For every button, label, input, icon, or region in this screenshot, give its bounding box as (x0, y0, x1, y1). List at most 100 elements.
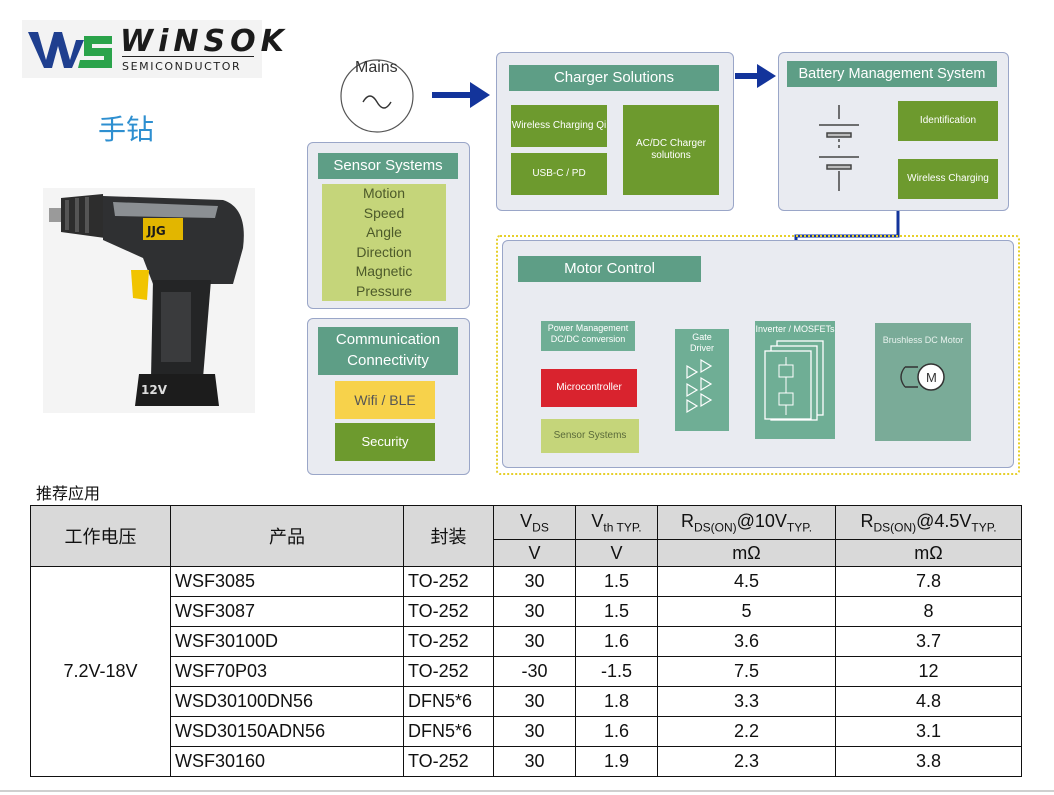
header-vds: VDS (493, 505, 576, 540)
motor-control-outline (496, 235, 1020, 475)
svg-text:JJG: JJG (146, 224, 166, 238)
winsok-logo-icon (28, 32, 112, 68)
product-cell: WSF30160 (170, 746, 404, 777)
rds-4-5v-cell: 12 (835, 656, 1022, 687)
comm-title: Communication Connectivity (318, 327, 458, 375)
unit-rds-10v: mΩ (657, 539, 836, 567)
inverter-mosfets-box: Inverter / MOSFETs (755, 321, 835, 439)
drill-illustration: JJG 12V (49, 194, 244, 406)
inverter-label: Inverter / MOSFETs (755, 324, 835, 334)
rds-4-5v-cell: 3.8 (835, 746, 1022, 777)
power-management-box: Power Management DC/DC conversion (541, 321, 635, 351)
drill-image: JJG 12V (43, 188, 255, 413)
table-header-row: 工作电压 产品 封装 VDS Vth TYP. RDS(ON)@10VTYP. … (30, 505, 1022, 567)
product-spec-table: 工作电压 产品 封装 VDS Vth TYP. RDS(ON)@10VTYP. … (30, 505, 1022, 777)
product-cell: WSF3085 (170, 566, 404, 597)
vds-cell: 30 (493, 686, 576, 717)
gate-driver-icon (686, 358, 713, 414)
bms-wireless-charging-box: Wireless Charging (898, 159, 998, 199)
vth-cell: 1.5 (575, 596, 658, 627)
vds-cell: 30 (493, 746, 576, 777)
sensor-item: Pressure (355, 282, 413, 299)
package-cell: DFN5*6 (403, 686, 494, 717)
product-cell: WSF3087 (170, 596, 404, 627)
product-cell: WSD30150ADN56 (170, 716, 404, 747)
vds-cell: 30 (493, 566, 576, 597)
rds-10v-cell: 4.5 (657, 566, 836, 597)
sensor-item: Motion (362, 185, 406, 201)
sensor-item: Angle (366, 224, 402, 240)
wireless-charging-qi-box: Wireless Charging Qi (511, 105, 607, 147)
sensor-item: Direction (356, 243, 412, 260)
header-voltage: 工作电压 (30, 505, 171, 567)
vth-cell: -1.5 (575, 656, 658, 687)
battery-management-panel: Battery Management System Identification… (778, 52, 1009, 211)
rds-10v-cell: 3.3 (657, 686, 836, 717)
gate-driver-label: Gate Driver (690, 332, 714, 353)
wifi-ble-box: Wifi / BLE (335, 381, 435, 419)
brushless-dc-motor-box: Brushless DC Motor M (875, 323, 971, 441)
rds-10v-cell: 2.2 (657, 716, 836, 747)
bottom-divider (0, 790, 1054, 792)
package-cell: DFN5*6 (403, 716, 494, 747)
vds-cell: 30 (493, 716, 576, 747)
rds-10v-cell: 7.5 (657, 656, 836, 687)
package-cell: TO-252 (403, 596, 494, 627)
mains-source: Mains (335, 50, 419, 134)
header-vth: Vth TYP. (575, 505, 658, 540)
table-units-row: V V mΩ mΩ (31, 539, 1022, 567)
sensor-list: Motion Speed Angle Direction Magnetic Pr… (322, 184, 446, 301)
battery-icon (819, 105, 859, 191)
package-cell: TO-252 (403, 746, 494, 777)
mains-label: Mains (355, 59, 398, 76)
mosfet-stack-icon (764, 340, 824, 421)
bms-title: Battery Management System (787, 61, 997, 87)
sensor-systems-panel: Sensor Systems Motion Speed Angle Direct… (307, 142, 470, 309)
product-cell: WSD30100DN56 (170, 686, 404, 717)
rds-4-5v-cell: 3.1 (835, 716, 1022, 747)
motor-icon: M (900, 363, 945, 391)
rds-10v-cell: 2.3 (657, 746, 836, 777)
rds-10v-cell: 5 (657, 596, 836, 627)
battery-label: 12V (141, 383, 168, 397)
vth-cell: 1.6 (575, 716, 658, 747)
package-cell: TO-252 (403, 656, 494, 687)
motor-sensor-systems-box: Sensor Systems (541, 419, 639, 453)
rds-10v-cell: 3.6 (657, 626, 836, 657)
brand-name: WiNSOK (120, 24, 289, 59)
usb-c-pd-box: USB-C / PD (511, 153, 607, 195)
package-cell: TO-252 (403, 626, 494, 657)
vds-cell: 30 (493, 596, 576, 627)
product-cell: WSF30100D (170, 626, 404, 657)
motor-control-panel: Motor Control Power Management DC/DC con… (502, 240, 1014, 468)
vds-cell: -30 (493, 656, 576, 687)
unit-vth: V (575, 539, 658, 567)
header-rds-4-5v: RDS(ON)@4.5VTYP. (835, 505, 1022, 540)
ac-dc-charger-box: AC/DC Charger solutions (623, 105, 719, 195)
communication-panel: Communication Connectivity Wifi / BLE Se… (307, 318, 470, 475)
microcontroller-box: Microcontroller (541, 369, 637, 407)
vth-cell: 1.9 (575, 746, 658, 777)
header-package: 封装 (403, 505, 494, 567)
rds-4-5v-cell: 4.8 (835, 686, 1022, 717)
charger-title: Charger Solutions (509, 65, 719, 91)
page-title: 手钻 (98, 113, 155, 146)
sensor-title: Sensor Systems (318, 153, 458, 179)
identification-box: Identification (898, 101, 998, 141)
package-cell: TO-252 (403, 566, 494, 597)
brand-divider (122, 56, 254, 57)
security-box: Security (335, 423, 435, 461)
voltage-range-cell: 7.2V-18V (30, 566, 171, 777)
sensor-item: Speed (363, 204, 405, 221)
vth-cell: 1.5 (575, 566, 658, 597)
product-cell: WSF70P03 (170, 656, 404, 687)
unit-vds: V (493, 539, 576, 567)
rds-4-5v-cell: 8 (835, 596, 1022, 627)
brand-logo: WiNSOK SEMICONDUCTOR (22, 20, 284, 78)
header-product: 产品 (170, 505, 404, 567)
